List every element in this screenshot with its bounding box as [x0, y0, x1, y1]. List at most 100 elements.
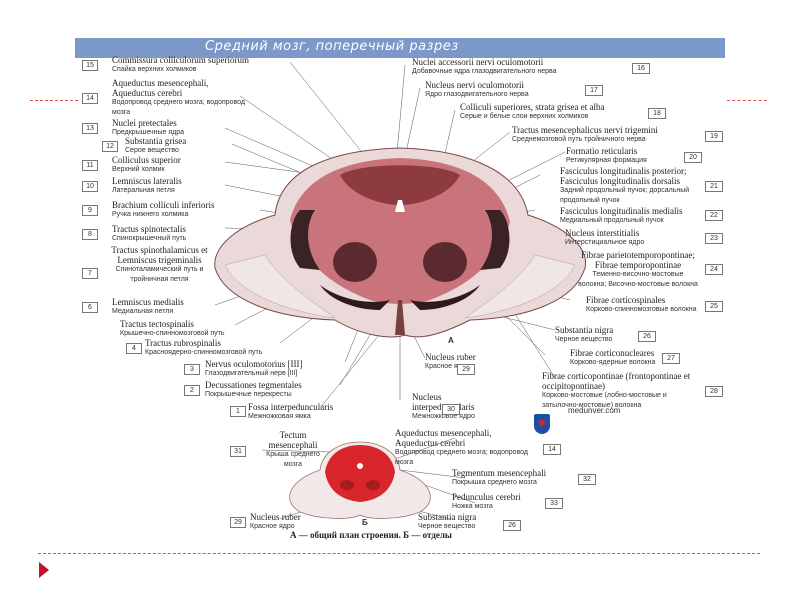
- label-fibrae-corticopontinae: Fibrae corticopontinae (frontopontinae e…: [542, 371, 702, 411]
- russian-term: Верхний холмик: [112, 166, 165, 173]
- latin-term: Fibrae parietotemporopontinae; Fibrae te…: [581, 250, 695, 270]
- label-nucleus-ruber: Nucleus ruber Красное ядро: [425, 352, 476, 372]
- latin-term: Pedunculus cerebri: [452, 492, 521, 502]
- russian-term: Крыша среднего мозга: [266, 451, 320, 468]
- russian-term: Водопровод среднего мозга; водопровод мо…: [112, 99, 245, 116]
- latin-term: Lemniscus medialis: [112, 297, 184, 307]
- latin-term: Fossa interpeduncularis: [248, 402, 334, 412]
- label-number: 4: [126, 343, 142, 354]
- label-nucleus-oculomotorii: Nucleus nervi oculomotorii Ядро глазодви…: [425, 80, 529, 100]
- label-number: 8: [82, 229, 98, 240]
- label-number: 17: [585, 85, 603, 96]
- label-lemniscus-lateralis: Lemniscus lateralis Латеральная петля: [112, 176, 182, 196]
- label-number: 22: [705, 210, 723, 221]
- latin-term: Colliculus superior: [112, 155, 181, 165]
- latin-term: Tractus mesencephalicus nervi trigemini: [512, 125, 658, 135]
- latin-term: Brachium colliculi inferioris: [112, 200, 215, 210]
- label-number: 28: [705, 386, 723, 397]
- label-tractus-spinothalamicus: Tractus spinothalamicus et Lemniscus tri…: [97, 245, 222, 285]
- label-number: 3: [184, 364, 200, 375]
- label-number: 24: [705, 264, 723, 275]
- label-number: 9: [82, 205, 98, 216]
- russian-term: Латеральная петля: [112, 187, 175, 194]
- latin-term: Fibrae corticopontinae (frontopontinae e…: [542, 371, 691, 391]
- label-number: 20: [684, 152, 702, 163]
- russian-term: Ножка мозга: [452, 503, 493, 510]
- label-number: 12: [102, 141, 118, 152]
- section-letter-b: Б: [362, 518, 368, 527]
- label-number: 14: [82, 93, 98, 104]
- russian-term: Покрышка среднего мозга: [452, 479, 537, 486]
- label-commissura-colliculorum: Commissura colliculorum superiorum Спайк…: [112, 55, 249, 75]
- site-watermark: medunver.com: [568, 406, 621, 415]
- midbrain-divisions-section: [289, 441, 431, 519]
- label-fibrae-corticonucleares: Fibrae corticonucleares Корково-ядерные …: [570, 348, 655, 368]
- next-slide-arrow-icon[interactable]: [39, 562, 49, 578]
- russian-term: Ретикулярная формация: [566, 157, 647, 164]
- russian-term: Ручка нижнего холмика: [112, 211, 189, 218]
- label-number: 26: [503, 520, 521, 531]
- label-number: 26: [638, 331, 656, 342]
- label-fossa-interpeduncularis: Fossa interpeduncularis Межножковая ямка: [248, 402, 333, 422]
- latin-term: Tectum mesencephali: [268, 430, 318, 450]
- label-number: 27: [662, 353, 680, 364]
- russian-term: Корково-мостовые (лобно-мостовые и затыл…: [542, 392, 667, 409]
- divider-bottom: [38, 553, 760, 554]
- label-number: 23: [705, 233, 723, 244]
- label-tractus-spinotectalis: Tractus spinotectalis Спинокрышечный пут…: [112, 224, 186, 244]
- latin-term: Substantia nigra: [555, 325, 614, 335]
- divider-left: [30, 100, 78, 101]
- medical-cross-icon: [539, 420, 545, 426]
- latin-term: Tractus rubrospinalis: [145, 338, 221, 348]
- label-number: 31: [230, 446, 246, 457]
- russian-term: Красное ядро: [425, 363, 470, 370]
- latin-term: Fasciculus longitudinalis medialis: [560, 206, 683, 216]
- label-number: 18: [648, 108, 666, 119]
- russian-term: Добавочные ядра глазодвигательного нерва: [412, 68, 557, 75]
- label-tectum-mesencephali: Tectum mesencephali Крыша среднего мозга: [258, 430, 328, 470]
- label-number: 14: [543, 444, 561, 455]
- label-tractus-mesencephalicus: Tractus mesencephalicus nervi trigemini …: [512, 125, 658, 145]
- russian-term: Спинокрышечный путь: [112, 235, 187, 242]
- russian-term: Спайка верхних холмиков: [112, 66, 197, 73]
- label-substantia-grisea: Substantia grisea Серое вещество: [125, 136, 186, 156]
- russian-term: Межножковое ядро: [412, 413, 475, 420]
- latin-term: Decussationes tegmentales: [205, 380, 302, 390]
- russian-term: Межножковая ямка: [248, 413, 311, 420]
- latin-term: Lemniscus lateralis: [112, 176, 182, 186]
- latin-term: Nucleus ruber: [250, 512, 301, 522]
- label-colliculus-superior: Colliculus superior Верхний холмик: [112, 155, 181, 175]
- russian-term: Задний продольный пучок; дорсальный прод…: [560, 187, 690, 204]
- label-number: 21: [705, 181, 723, 192]
- russian-term: Красное ядро: [250, 523, 295, 530]
- russian-term: Спиноталамический путь и тройничная петл…: [115, 266, 204, 283]
- russian-term: Крышечно-спинномозговой путь: [120, 330, 225, 337]
- latin-term: Colliculi superiores, strata grisea et a…: [460, 102, 605, 112]
- latin-term: Nervus oculomotorius [III]: [205, 359, 303, 369]
- label-aqueductus-b: Aqueductus mesencephali, Aqueductus cere…: [395, 428, 535, 468]
- russian-term: Серые и белые слои верхних холмиков: [460, 113, 589, 120]
- russian-term: Глазодвигательный нерв [III]: [205, 370, 298, 377]
- label-number: 30: [442, 404, 460, 415]
- divider-right: [727, 100, 767, 101]
- label-substantia-nigra: Substantia nigra Черное вещество: [555, 325, 613, 345]
- label-pedunculus-cerebri: Pedunculus cerebri Ножка мозга: [452, 492, 521, 512]
- label-number: 7: [82, 268, 98, 279]
- russian-term: Корково-ядерные волокна: [570, 359, 656, 366]
- latin-term: Tractus tectospinalis: [120, 319, 194, 329]
- latin-term: Nuclei accessorii nervi oculomotorii: [412, 57, 544, 67]
- label-tractus-rubrospinalis: Tractus rubrospinalis Красноядерно-спинн…: [145, 338, 262, 358]
- midbrain-cross-section: [214, 147, 586, 338]
- label-number: 10: [82, 181, 98, 192]
- page-title: Средний мозг, поперечный разрез: [205, 39, 459, 54]
- label-substantia-nigra-b: Substantia nigra Черное вещество: [418, 512, 476, 532]
- label-colliculi-superiores: Colliculi superiores, strata grisea et a…: [460, 102, 604, 122]
- russian-term: Черное вещество: [555, 336, 613, 343]
- russian-term: Покрышечные перекресты: [205, 391, 292, 398]
- russian-term: Среднемозговой путь тройничного нерва: [512, 136, 646, 143]
- latin-term: Tegmentum mesencephali: [452, 468, 547, 478]
- label-decussationes-tegmentales: Decussationes tegmentales Покрышечные пе…: [205, 380, 302, 400]
- label-tegmentum-mesencephali: Tegmentum mesencephali Покрышка среднего…: [452, 468, 546, 488]
- label-aqueductus: Aqueductus mesencephali, Aqueductus cere…: [112, 78, 252, 118]
- label-fasciculus-longitudinalis-medialis: Fasciculus longitudinalis medialis Медиа…: [560, 206, 683, 226]
